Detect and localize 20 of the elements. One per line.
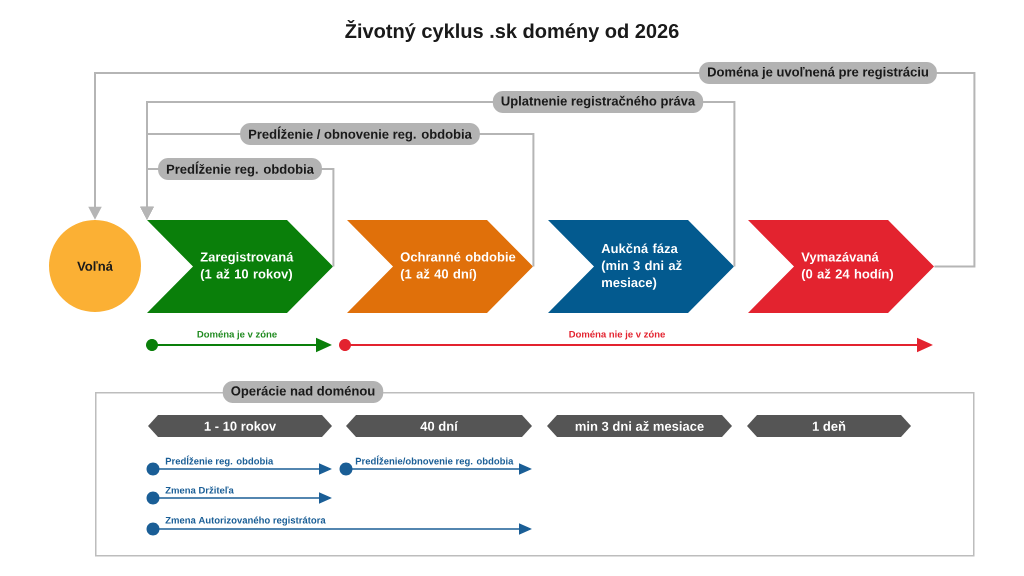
- chevron-step: Ochranné obdobie (1 až 40 dní): [347, 220, 533, 313]
- span-label: Doména nie je v zóne: [569, 330, 665, 340]
- edge-label: Doména je uvoľnená pre registráciu: [699, 62, 937, 84]
- duration-tag: 1 deň: [747, 415, 911, 437]
- duration-tag: min 3 dni až mesiace: [547, 415, 732, 437]
- span-label: Predĺženie reg. obdobia: [165, 455, 274, 467]
- chevron-step: Zaregistrovaná (1 až 10 rokov): [147, 220, 333, 313]
- span-label: Zmena Držiteľa: [165, 486, 234, 494]
- duration-tag: 1 - 10 rokov: [148, 415, 332, 437]
- chevron-step: Vymazávaná (0 až 24 hodín): [748, 220, 934, 313]
- span-label: Zmena Autorizovaného registrátora: [165, 516, 326, 526]
- edge-label: Predĺženie reg. obdobia: [158, 158, 322, 180]
- span-label: Predĺženie/obnovenie reg. obdobia: [355, 455, 514, 467]
- edge-label: Uplatnenie registračného práva: [492, 91, 704, 113]
- span-label: Doména je v zóne: [197, 330, 277, 340]
- title: Životný cyklus .sk domény od 2026: [345, 20, 679, 43]
- duration-tag: 40 dní: [346, 415, 532, 437]
- chevron-step: Aukčná fáza (min 3 dni až mesiace): [548, 220, 734, 313]
- edge-label: Predĺženie / obnovenie reg. obdobia: [240, 123, 480, 145]
- heading-pill: Operácie nad doménou: [222, 381, 384, 403]
